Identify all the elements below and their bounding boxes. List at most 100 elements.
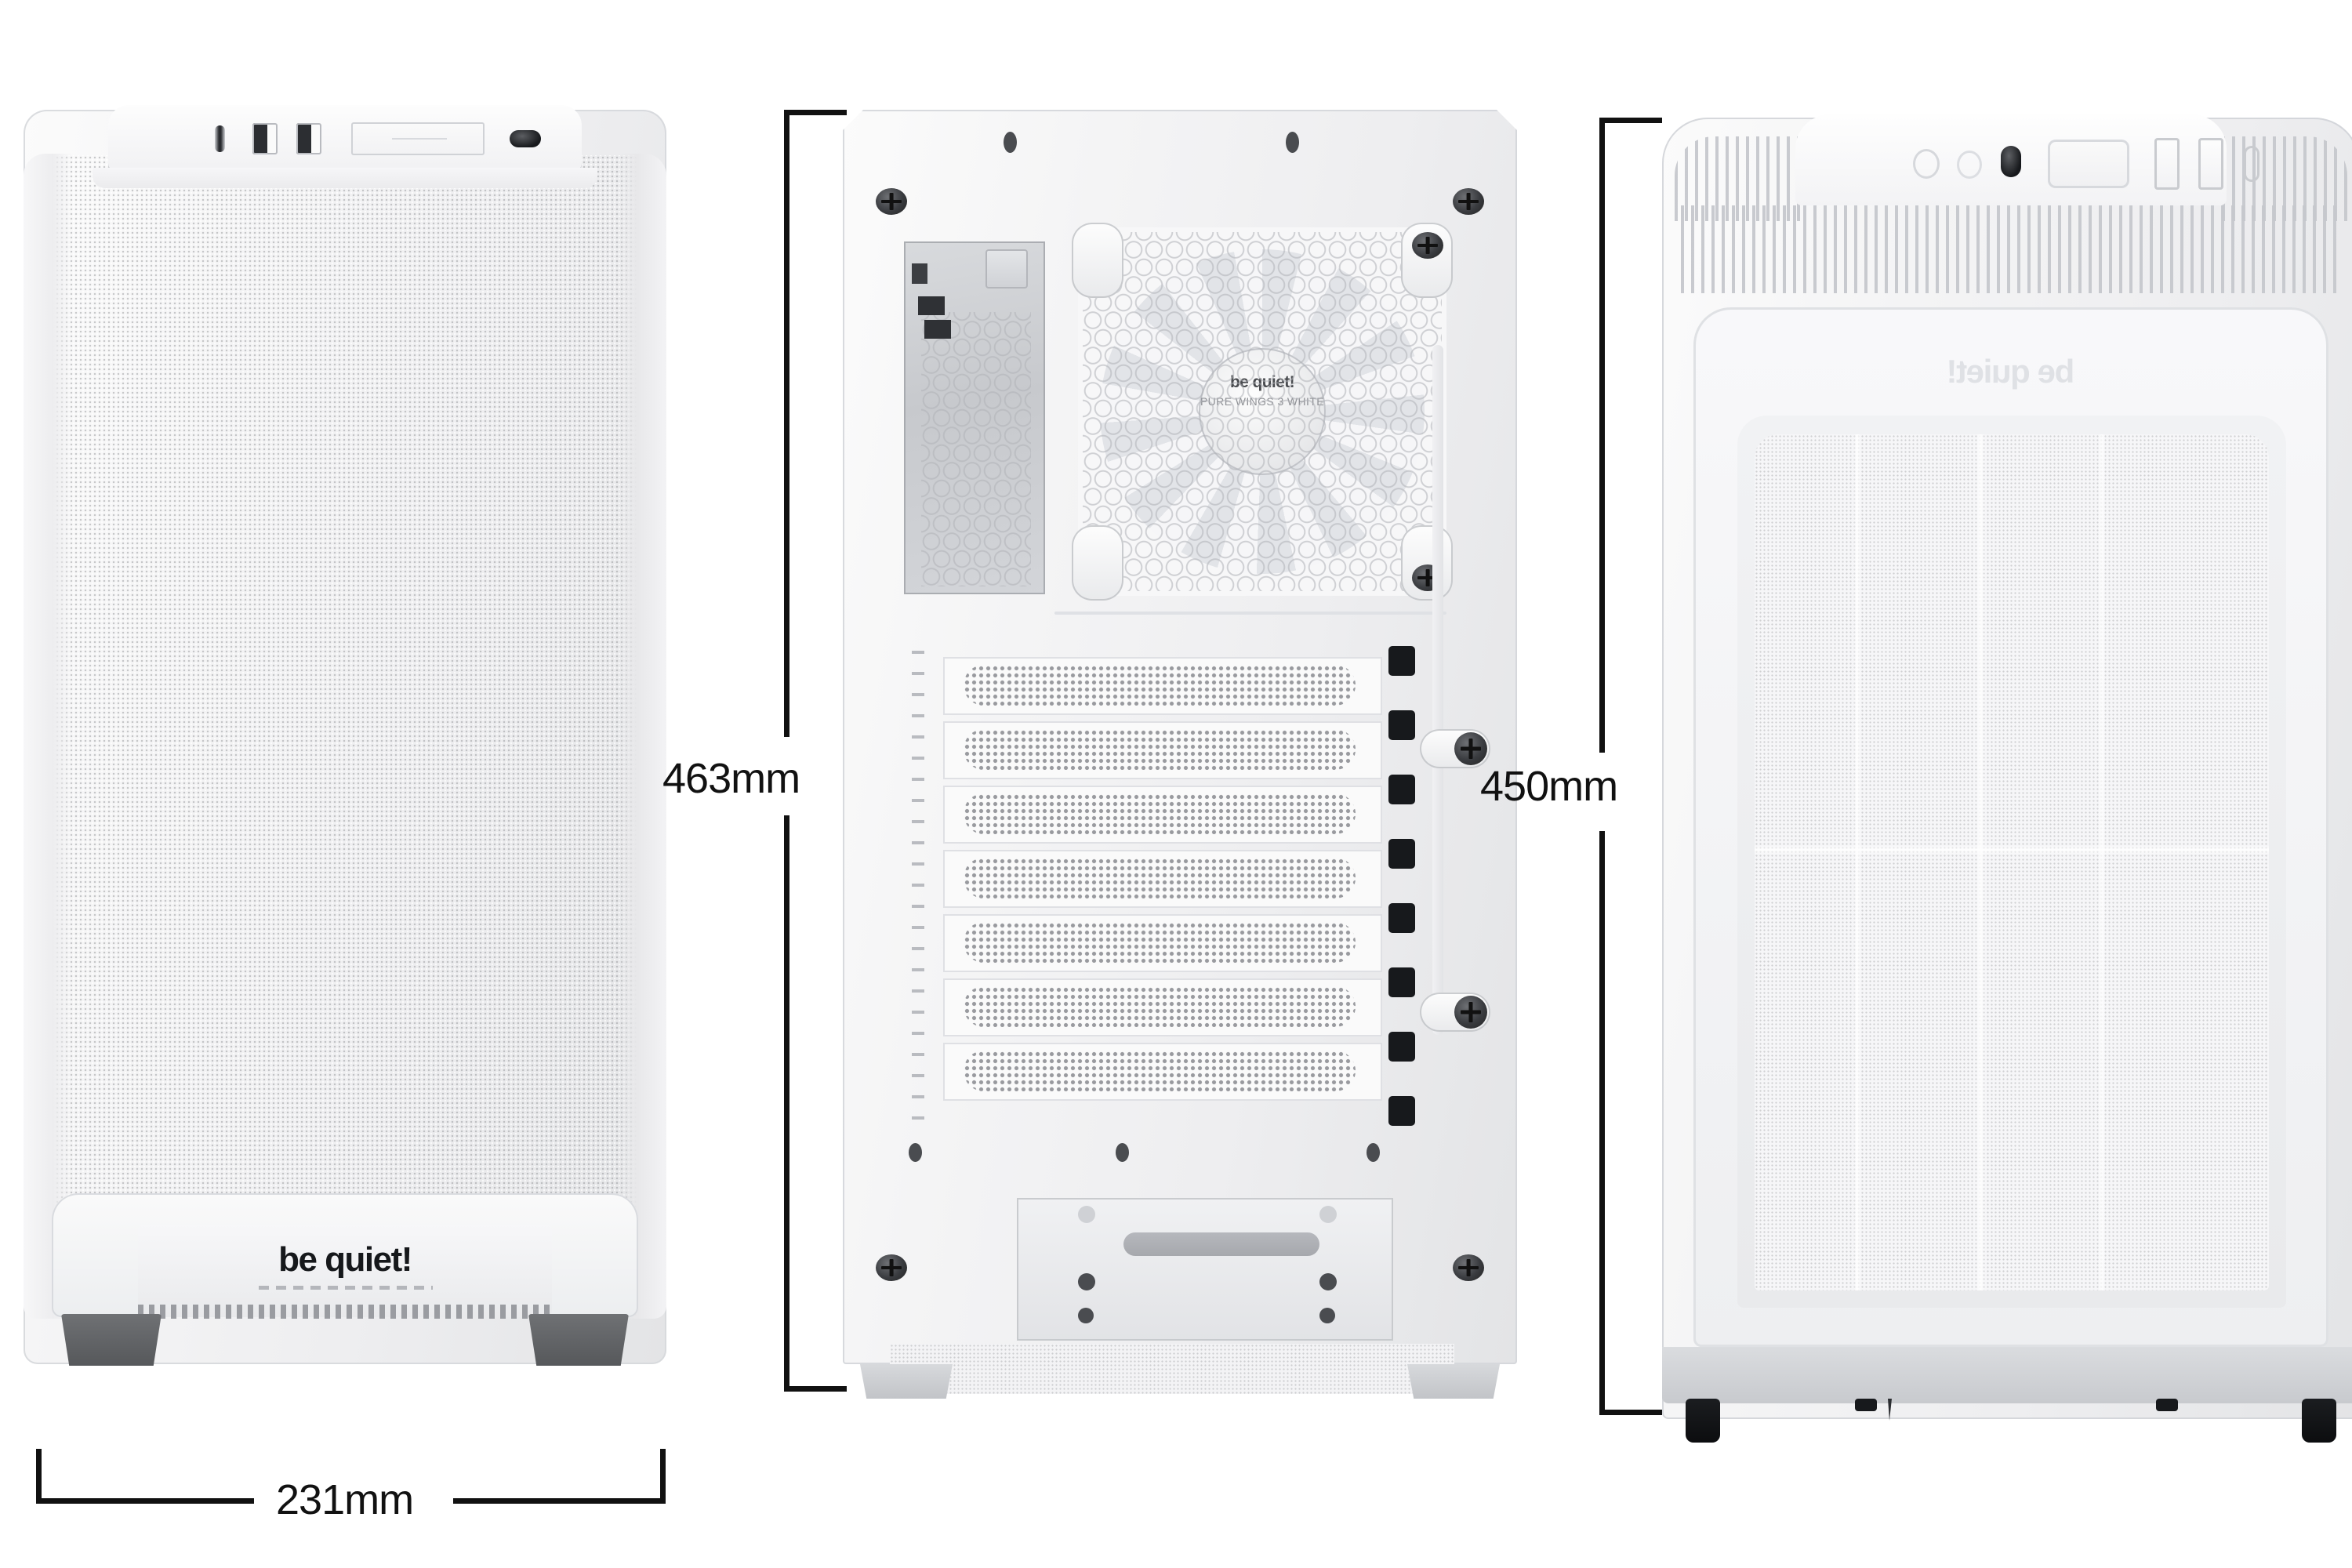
mic-jack-icon[interactable] — [1957, 151, 1982, 179]
pci-thumbscrew-lower[interactable] — [1454, 996, 1487, 1029]
rear-lower-hole-right — [1367, 1143, 1380, 1162]
side-seam-2 — [1976, 434, 1985, 1290]
height-arm-bottom — [784, 1386, 847, 1392]
front-bezel-teeth — [138, 1305, 552, 1319]
reset-button-icon[interactable] — [2048, 140, 2129, 188]
usb-port-icon[interactable] — [252, 123, 278, 154]
side-mesh-window — [1755, 434, 2269, 1290]
usb-a-port-icon[interactable] — [2198, 138, 2223, 190]
psu-screw-hole-tr — [1319, 1206, 1337, 1223]
pci-clip — [1388, 646, 1415, 676]
psu-mount-bracket — [1017, 1198, 1393, 1341]
pci-slot-cover[interactable] — [943, 914, 1382, 972]
rear-lower-hole-mid — [1116, 1143, 1129, 1162]
power-button-icon[interactable] — [2001, 146, 2021, 177]
pci-clip — [1388, 710, 1415, 740]
pci-clip — [1388, 1032, 1415, 1062]
fan-mount-pad-tl — [1072, 223, 1123, 298]
width-tick-left — [36, 1449, 42, 1504]
side-cable-notch — [1888, 1399, 1892, 1421]
pci-slot-vent — [964, 1051, 1356, 1091]
rear-io-top-slot — [985, 249, 1028, 289]
pci-slot-cover[interactable] — [943, 721, 1382, 779]
brand-logo-side: be quiet! — [1947, 353, 2075, 390]
rear-thumbscrew-bottom-right[interactable] — [1453, 1254, 1484, 1281]
fan-mount-pad-bl — [1072, 525, 1123, 601]
rear-io-connector-c — [924, 320, 951, 339]
pci-clip — [1388, 967, 1415, 997]
pci-slot-vent — [964, 986, 1356, 1027]
rear-thumbscrew-top-right[interactable] — [1453, 188, 1484, 215]
psu-bracket-slot — [1123, 1232, 1319, 1256]
height-line-upper — [784, 110, 789, 737]
width-line-right — [453, 1498, 666, 1504]
pci-slot-ruler — [912, 651, 924, 1126]
rear-fan-honeycomb-grille — [1083, 232, 1442, 591]
pci-clip — [1388, 903, 1415, 933]
psu-screw-hole-bl — [1078, 1308, 1094, 1323]
pci-slot-vent — [964, 729, 1356, 770]
pci-clip — [1388, 839, 1415, 869]
side-foot-rear — [2302, 1399, 2336, 1443]
front-mesh-panel — [31, 155, 659, 1316]
psu-screw-hole-tl — [1078, 1206, 1095, 1223]
pci-slot-cover[interactable] — [943, 850, 1382, 908]
brand-logo-front: be quiet! — [278, 1240, 412, 1279]
height-line-lower — [784, 815, 789, 1392]
rear-cable-channel — [1432, 345, 1443, 1035]
front-logo-underline — [259, 1286, 433, 1290]
rear-top-hole-right — [1286, 132, 1299, 153]
side-base-plinth — [1662, 1347, 2352, 1403]
front-left-bevel — [24, 154, 72, 1319]
usb-c-port-icon[interactable] — [2244, 146, 2259, 182]
side-seam-1 — [1853, 434, 1861, 1290]
depth-dimension-label: 450mm — [1480, 763, 1618, 810]
front-top-io-recess — [108, 105, 582, 172]
rear-lower-hole-left — [909, 1143, 922, 1162]
rear-foot-right — [1407, 1364, 1500, 1399]
front-foot-left — [61, 1314, 162, 1366]
side-view: be quiet! — [1662, 114, 2352, 1443]
depth-line-lower — [1599, 831, 1605, 1415]
pci-slot-cover[interactable] — [943, 978, 1382, 1036]
usb-port-icon[interactable] — [296, 123, 321, 154]
depth-arm-top — [1599, 118, 1662, 123]
pci-slot-vent — [964, 858, 1356, 898]
rear-thumbscrew-bottom-left[interactable] — [876, 1254, 907, 1281]
audio-jack-icon[interactable] — [215, 125, 225, 152]
pci-slot-cover[interactable] — [943, 657, 1382, 715]
rear-thumbscrew-top-left[interactable] — [876, 188, 907, 215]
rear-io-connector-a — [912, 263, 927, 284]
width-dimension-label: 231mm — [276, 1476, 414, 1523]
psu-screw-hole-br — [1319, 1308, 1335, 1323]
psu-screw-hole-ml — [1078, 1273, 1095, 1290]
psu-screw-hole-mr — [1319, 1273, 1337, 1290]
power-button-icon[interactable] — [510, 130, 541, 147]
pci-slot-stack — [912, 646, 1490, 1127]
rear-foot-left — [860, 1364, 953, 1399]
rear-io-connector-b — [918, 296, 945, 315]
usb-a-port-icon[interactable] — [2154, 138, 2180, 190]
rear-bottom-filter — [890, 1344, 1454, 1394]
width-line-left — [36, 1498, 254, 1504]
rear-fan-assembly: be quiet! PURE WINGS 3 WHITE — [1072, 223, 1453, 601]
audio-jack-icon[interactable] — [1913, 149, 1940, 179]
rear-top-hole-left — [1004, 132, 1017, 153]
rear-tray-edge — [1054, 612, 1446, 615]
pci-clip — [1388, 1096, 1415, 1126]
side-foot-nub-mid-right — [2156, 1399, 2178, 1411]
slot-divider-line — [392, 138, 447, 140]
front-bezel-inner — [138, 1225, 552, 1317]
pci-thumbscrew-upper[interactable] — [1454, 732, 1487, 765]
side-foot-front — [1686, 1399, 1720, 1443]
pci-slot-cover[interactable] — [943, 1043, 1382, 1101]
pci-slot-vent — [964, 665, 1356, 706]
front-top-io-trim — [93, 168, 597, 188]
front-foot-right — [528, 1314, 629, 1366]
front-view: be quiet! — [24, 105, 666, 1396]
pci-slot-vent — [964, 793, 1356, 834]
pci-clip — [1388, 775, 1415, 804]
pci-slot-cover[interactable] — [943, 786, 1382, 844]
fan-screw-tr[interactable] — [1412, 232, 1443, 259]
